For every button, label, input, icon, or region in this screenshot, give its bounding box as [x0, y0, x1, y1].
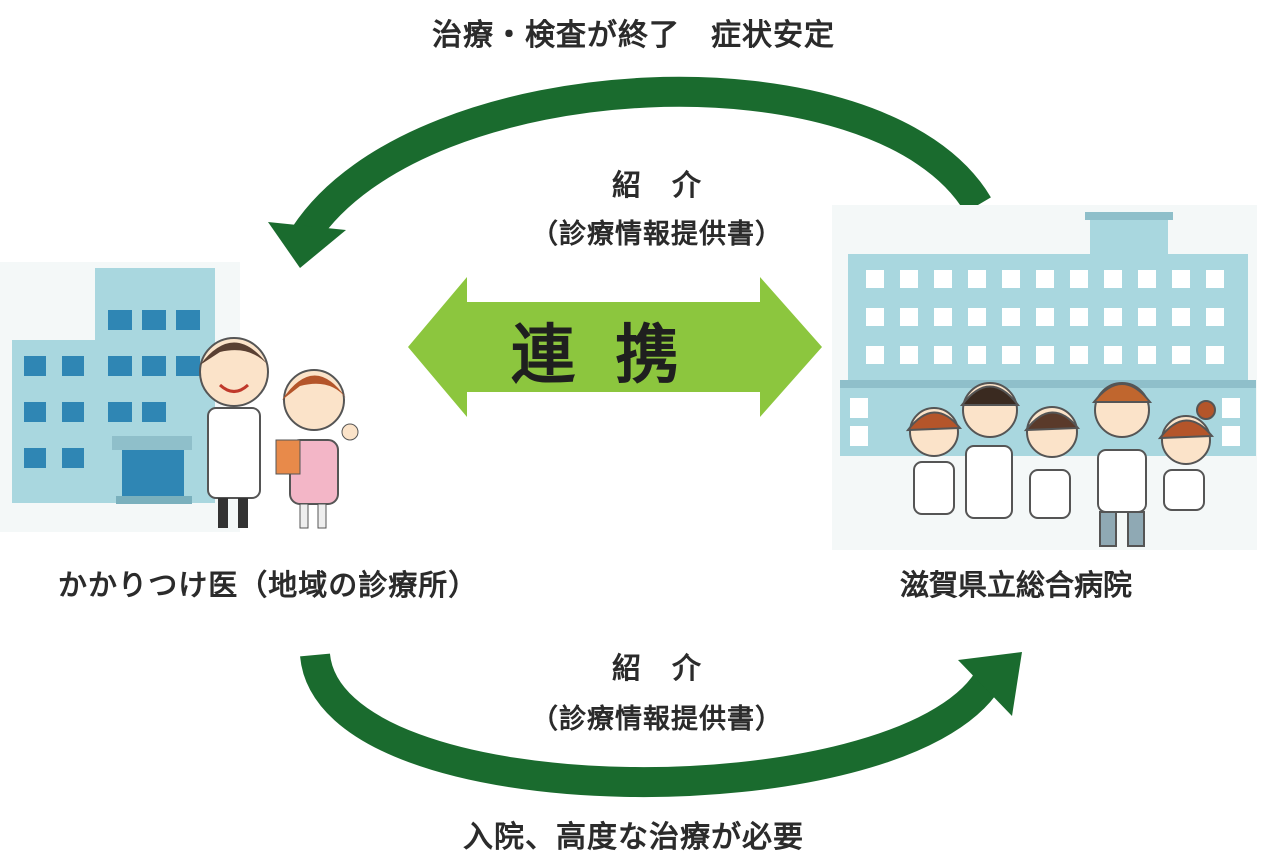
referral-bottom-subtitle: （診療情報提供書） — [531, 704, 783, 735]
curved-arrow-to-hospital — [300, 652, 1022, 798]
hospital-label: 滋賀県立総合病院 — [900, 568, 1133, 602]
clinic-label: かかりつけ医（地域の診療所） — [58, 568, 479, 602]
cooperation-double-arrow — [408, 277, 822, 417]
curved-arrow-to-clinic — [268, 76, 991, 268]
referral-top-title: 紹 介 — [611, 168, 702, 202]
clinic-illustration-icon — [0, 262, 359, 532]
cooperation-label: 連携 — [511, 319, 719, 393]
top-caption: 治療・検査が終了 症状安定 — [432, 18, 835, 53]
bottom-caption: 入院、高度な治療が必要 — [463, 820, 804, 855]
referral-top-subtitle: （診療情報提供書） — [531, 219, 783, 250]
referral-bottom-title: 紹 介 — [611, 651, 702, 685]
hospital-illustration-icon — [832, 205, 1257, 550]
